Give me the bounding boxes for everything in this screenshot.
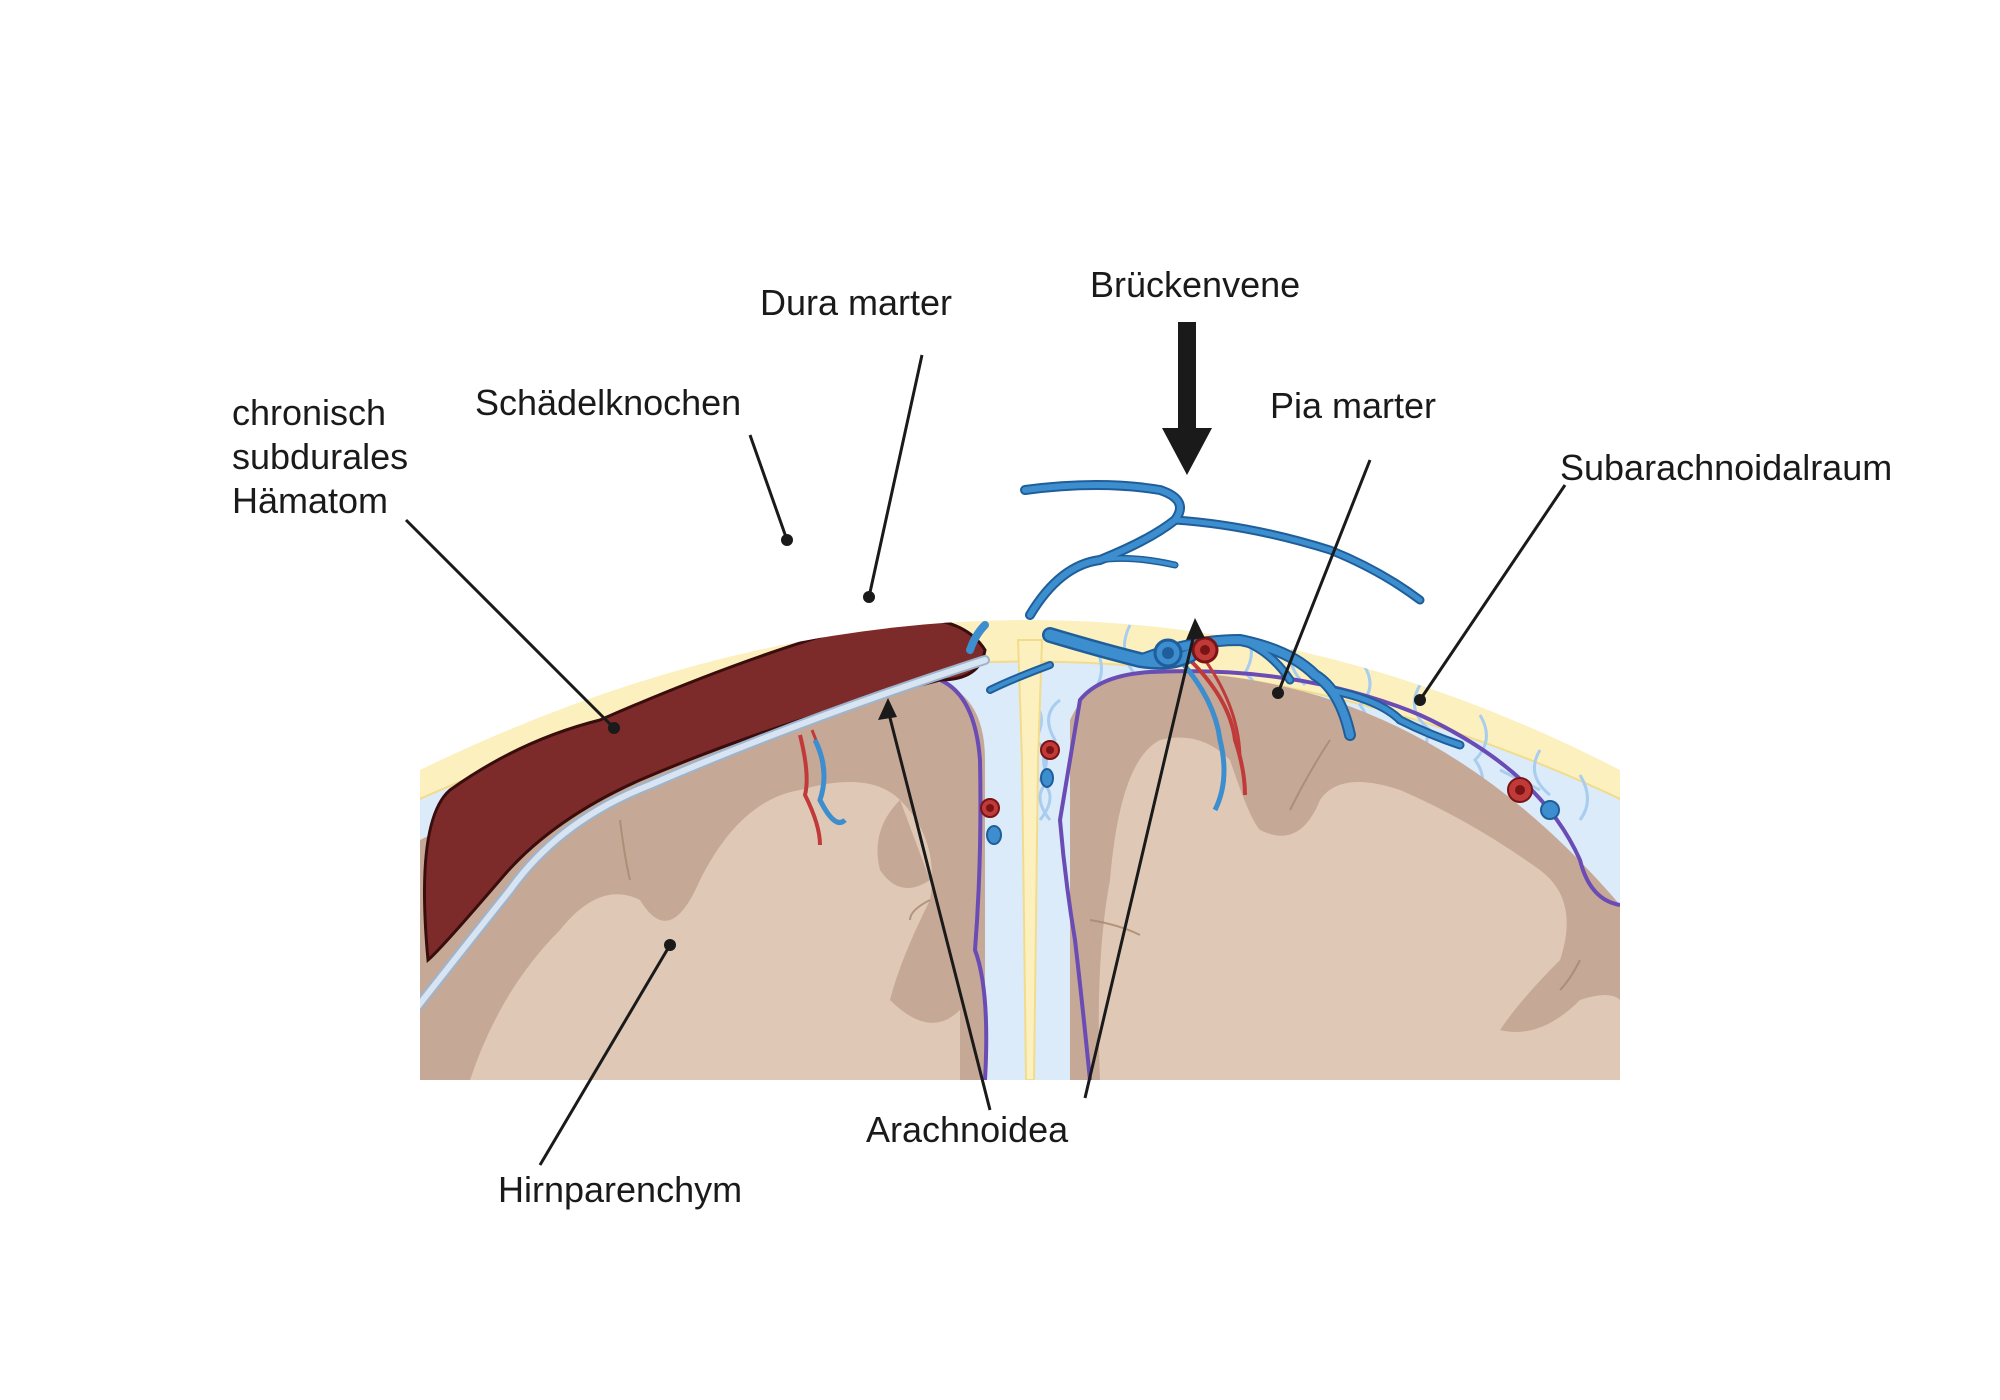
- left-vessels: [798, 729, 847, 846]
- label-parenchyma: Hirnparenchym: [498, 1169, 742, 1210]
- sulcus-lines: [619, 739, 1581, 991]
- pia-mater-left: [939, 678, 989, 1080]
- label-skull: Schädelknochen: [475, 382, 741, 423]
- label-hematoma-line-3: Hämatom: [232, 480, 388, 521]
- right-hemisphere-white-matter: [1098, 737, 1620, 1080]
- label-dura-mater: Dura marter: [760, 282, 952, 323]
- label-hematoma-line-1: chronisch: [232, 392, 386, 433]
- label-pia-mater: Pia marter: [1270, 385, 1436, 426]
- left-hemisphere-white-matter: [470, 782, 960, 1080]
- right-vessels: [1178, 658, 1247, 812]
- label-subarachnoid-space: Subarachnoidalraum: [1560, 447, 1892, 488]
- bridging-vein-arrow-icon: [1162, 322, 1212, 475]
- label-bridging-vein: Brückenvene: [1090, 264, 1300, 305]
- bridging-vein: [966, 480, 1465, 750]
- label-hematoma-line-2: subdurales: [232, 436, 408, 477]
- label-arachnoid: Arachnoidea: [866, 1109, 1069, 1150]
- vessel-cross-sections: [980, 740, 1560, 845]
- leader-lines: [404, 354, 1567, 1166]
